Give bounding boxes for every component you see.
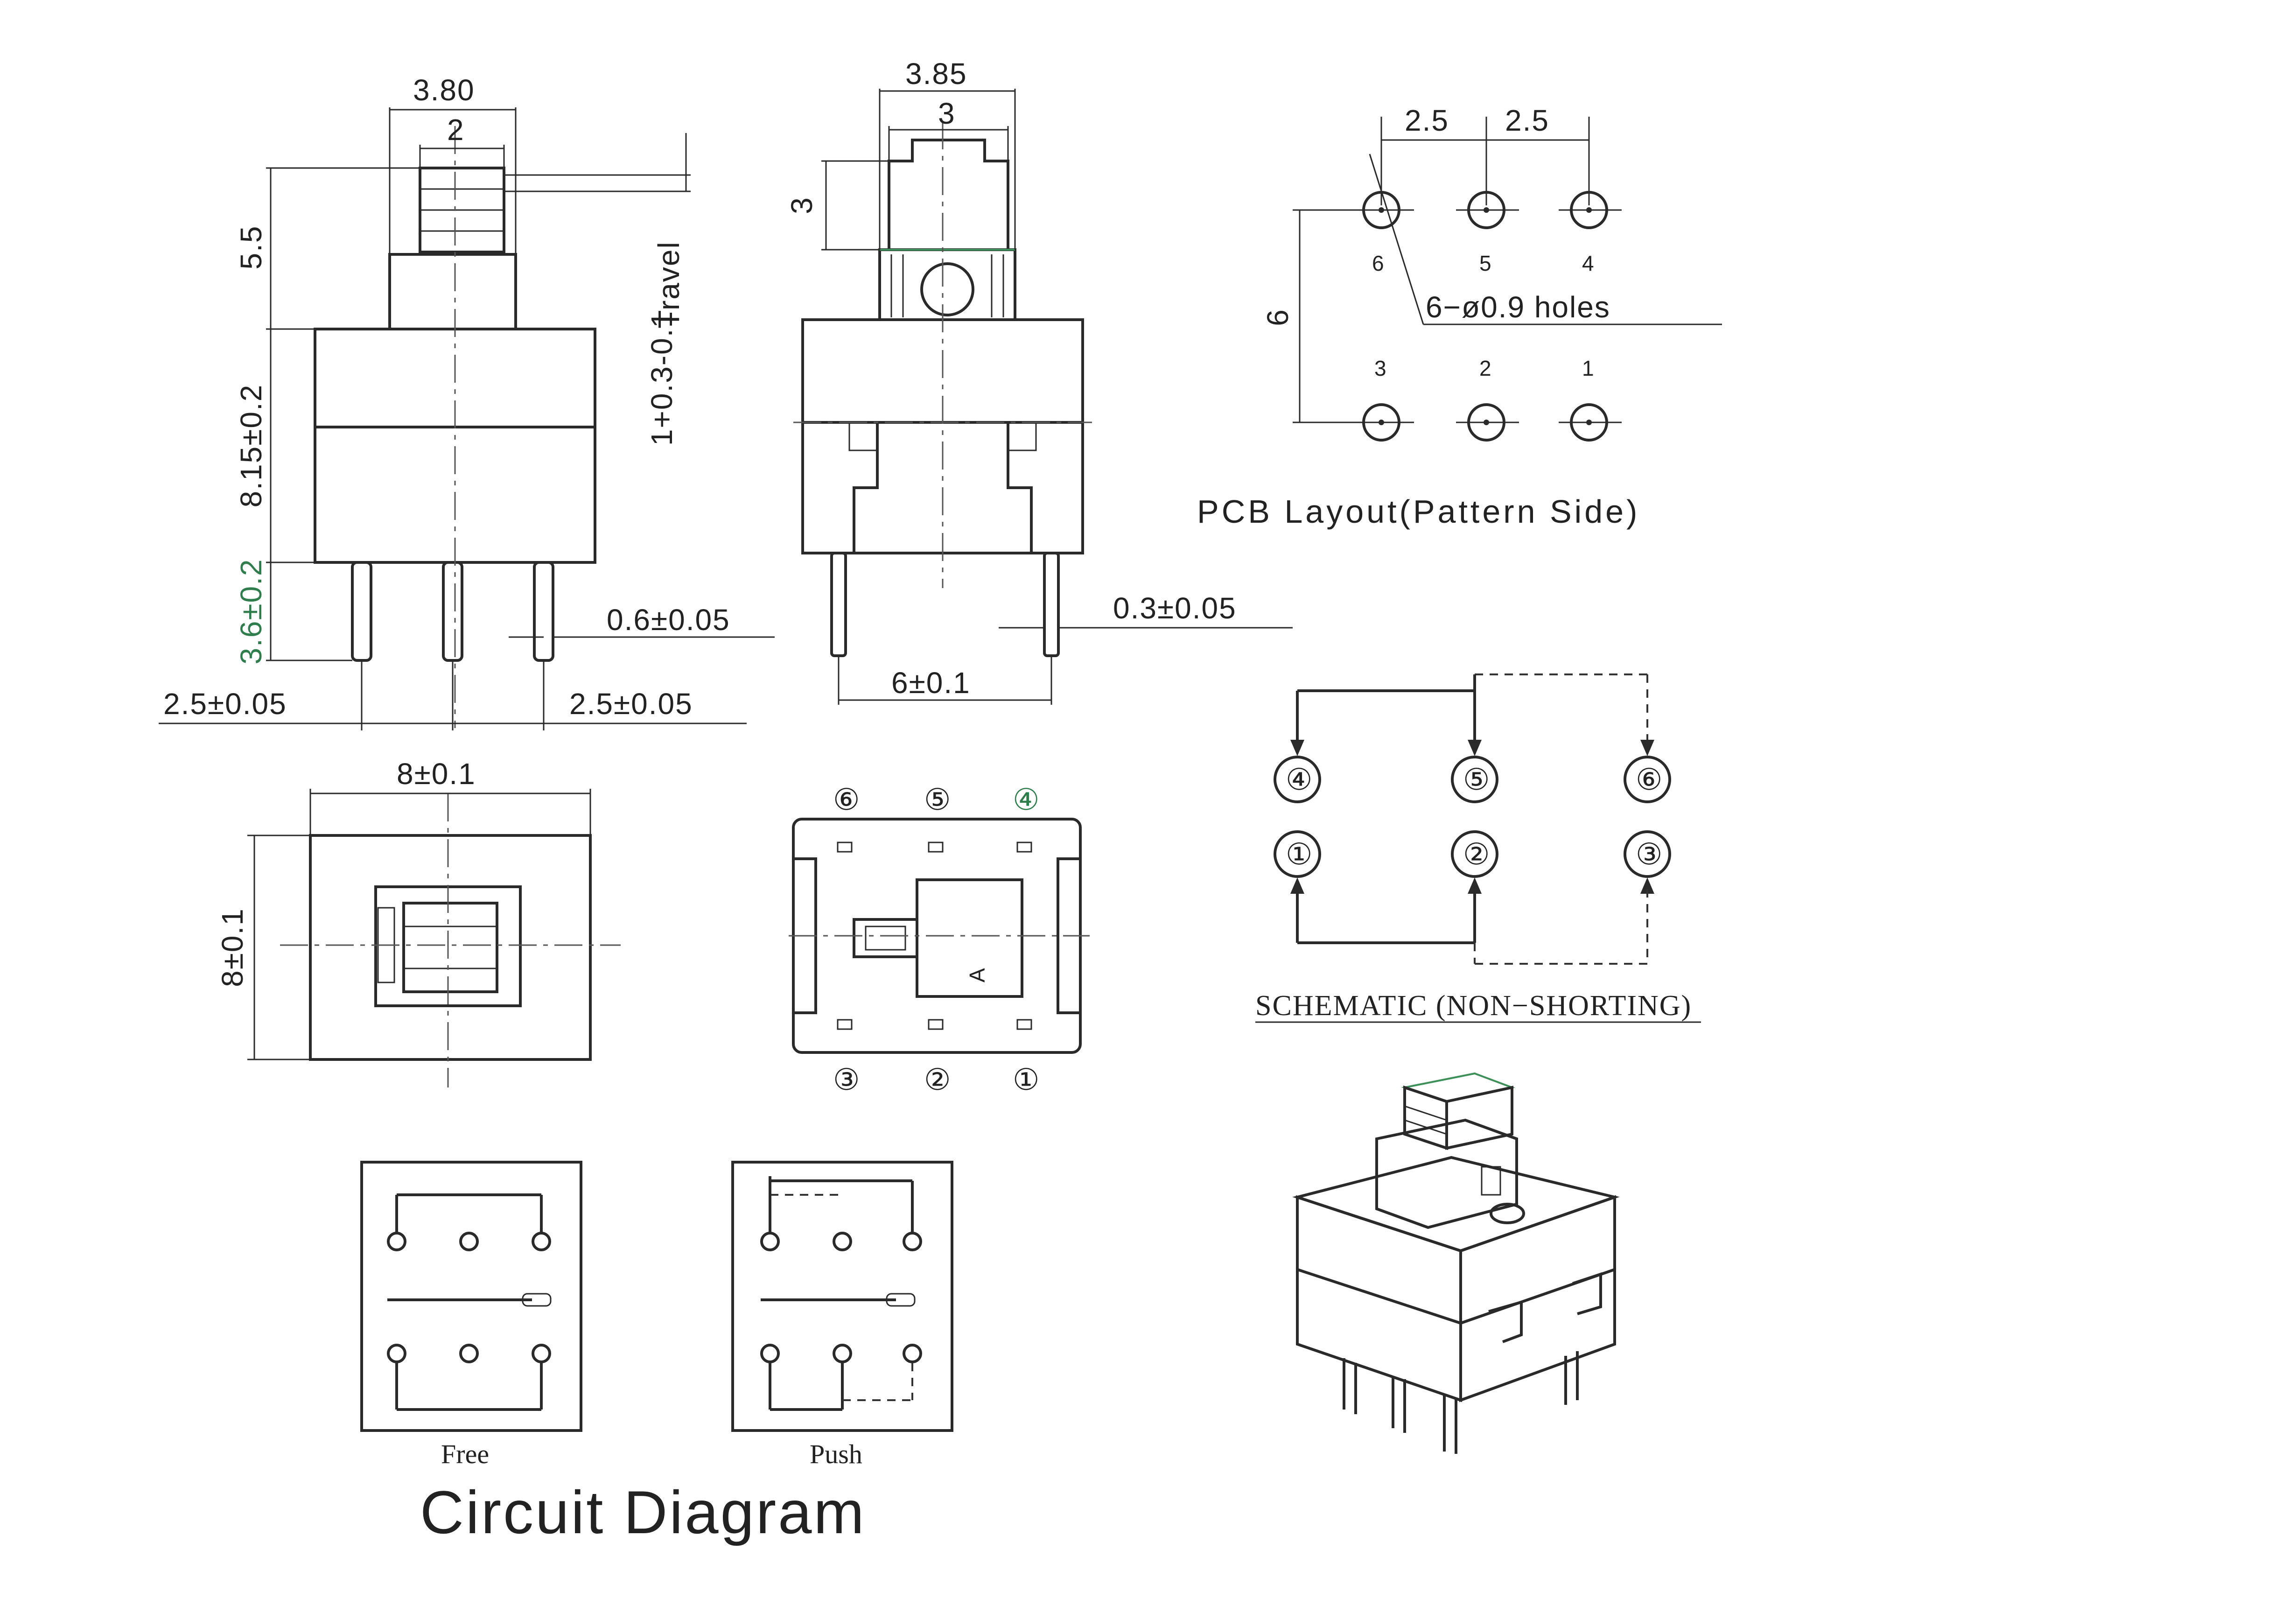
bottom-pin-top-1: ⑥ (833, 783, 861, 816)
pcb-layout-title: PCB Layout(Pattern Side) (1197, 493, 1640, 530)
dim-travel-label: Travel (652, 241, 686, 328)
bottom-pin-bottom-2: ② (924, 1063, 952, 1096)
bottom-pin-bottom-3: ① (1013, 1063, 1040, 1096)
dim-top-inner: 2 (447, 113, 465, 147)
sch-pin-bottom-2: ② (1463, 837, 1491, 871)
bottom-view-mark: A (965, 968, 989, 982)
circuit-push-label: Push (810, 1439, 862, 1469)
dim-pitch-left: 2.5±0.05 (163, 687, 287, 721)
pcb-pin-bottom-1: 3 (1374, 356, 1386, 380)
bottom-pin-bottom-1: ③ (833, 1063, 861, 1096)
dim-front-pin-span: 6±0.1 (891, 666, 971, 700)
dim-front-pin-thickness: 0.3±0.05 (1113, 591, 1237, 625)
circuit-diagram-title: Circuit Diagram (420, 1478, 866, 1546)
pcb-layout: 2.5 2.5 6 6 5 4 3 2 1 6−ø0.9 holes PCB L… (1197, 104, 1722, 530)
pcb-pitch-a: 2.5 (1405, 104, 1449, 137)
pcb-row-gap: 6 (1261, 309, 1295, 326)
schematic: ④ ⑤ ⑥ ① ② ③ SCHEMATIC (NON−SHORTING) (1255, 673, 1701, 1023)
sch-pin-top-1: ④ (1286, 763, 1313, 796)
isometric-switch-view (1292, 1072, 1620, 1454)
dim-pitch-right: 2.5±0.05 (569, 687, 693, 721)
sch-pin-top-3: ⑥ (1636, 763, 1663, 796)
sch-pin-top-2: ⑤ (1463, 763, 1491, 796)
top-view-height: 8±0.1 (216, 908, 249, 987)
pcb-holes-note: 6−ø0.9 holes (1426, 290, 1610, 324)
bottom-pin-top-3: ④ (1013, 783, 1040, 816)
schematic-title: SCHEMATIC (NON−SHORTING) (1255, 990, 1692, 1022)
dim-pin-height: 3.6±0.2 (234, 558, 268, 664)
top-view: 8±0.1 8±0.1 (216, 757, 621, 1087)
bottom-view: A ⑥ ⑤ ④ ③ ② ① (789, 783, 1090, 1096)
dim-front-top-width: 3.85 (905, 57, 967, 91)
dim-front-left-height: 3 (785, 196, 819, 214)
bottom-pin-top-2: ⑤ (924, 783, 952, 816)
pcb-pin-top-3: 4 (1582, 251, 1594, 275)
dim-top-width: 3.80 (413, 73, 475, 107)
pcb-pin-bottom-3: 1 (1582, 356, 1594, 380)
sch-pin-bottom-3: ③ (1636, 837, 1663, 871)
dim-pin-diameter: 0.6±0.05 (607, 603, 730, 637)
sch-pin-bottom-1: ① (1286, 837, 1313, 871)
side-view: 3.80 2 5.5 8.15±0.2 3.6±0.2 Travel 1+0.3… (159, 73, 775, 730)
front-view: 3.85 3 3 0.3±0.05 6±0.1 (785, 57, 1293, 705)
dim-body-height: 8.15±0.2 (234, 384, 268, 508)
dim-travel-value: 1+0.3-0.1 (645, 310, 679, 446)
dim-plunger-height: 5.5 (234, 225, 268, 270)
circuit-free-label: Free (441, 1439, 489, 1469)
dim-front-top-inner: 3 (938, 97, 956, 130)
pcb-pin-top-2: 5 (1479, 251, 1491, 275)
pcb-pin-top-1: 6 (1372, 251, 1384, 275)
circuit-diagram: Free Push Circuit Diagram (360, 1161, 953, 1546)
top-view-width: 8±0.1 (397, 757, 476, 791)
pcb-pitch-b: 2.5 (1505, 104, 1549, 137)
pcb-pin-bottom-2: 2 (1479, 356, 1491, 380)
